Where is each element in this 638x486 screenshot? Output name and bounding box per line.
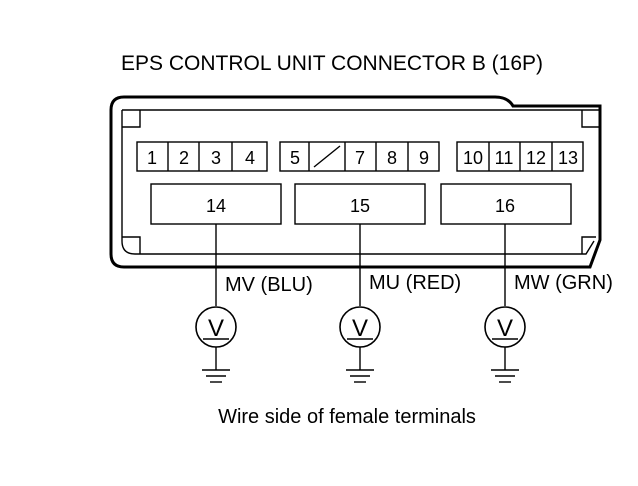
- voltmeter-icon: V: [484, 306, 526, 348]
- ground-icon: [202, 369, 230, 383]
- probe-mw: MW (GRN) V: [484, 224, 613, 383]
- terminal-7-label: 7: [355, 148, 365, 168]
- terminal-14-label: 14: [206, 196, 226, 216]
- terminal-15-label: 15: [350, 196, 370, 216]
- terminal-3-label: 3: [211, 148, 221, 168]
- unused-cavity-slash: [313, 145, 341, 168]
- voltmeter-symbol: V: [497, 315, 513, 342]
- probe-mv: MV (BLU) V: [195, 224, 313, 383]
- connector-housing: [109, 95, 602, 269]
- diagram-title: EPS CONTROL UNIT CONNECTOR B (16P): [121, 52, 543, 75]
- probe-mu: MU (RED) V: [339, 224, 461, 383]
- voltmeter-icon: V: [339, 306, 381, 348]
- ground-icon: [346, 369, 374, 383]
- terminal-2-label: 2: [179, 148, 189, 168]
- voltmeter-icon: V: [195, 306, 237, 348]
- terminal-group-1-4: 1 2 3 4: [136, 141, 268, 172]
- terminal-4-label: 4: [245, 148, 255, 168]
- ground-icon: [491, 369, 519, 383]
- terminal-5-label: 5: [290, 148, 300, 168]
- terminal-1-label: 1: [147, 148, 157, 168]
- voltmeter-symbol: V: [352, 315, 368, 342]
- terminal-group-5-9: 5 7 8 9: [279, 141, 440, 172]
- terminal-10-label: 10: [463, 148, 483, 168]
- terminal-9-label: 9: [419, 148, 429, 168]
- diagram-caption: Wire side of female terminals: [218, 406, 476, 428]
- terminal-16-label: 16: [495, 196, 515, 216]
- terminal-14: 14: [150, 183, 282, 225]
- terminal-16: 16: [440, 183, 572, 225]
- terminal-13-label: 13: [558, 148, 578, 168]
- probe-mu-label: MU (RED): [369, 272, 461, 294]
- probe-mv-label: MV (BLU): [225, 274, 313, 296]
- terminal-12-label: 12: [526, 148, 546, 168]
- terminal-group-10-13: 10 11 12 13: [456, 141, 584, 172]
- voltmeter-symbol: V: [208, 315, 224, 342]
- terminal-15: 15: [294, 183, 426, 225]
- probe-mw-label: MW (GRN): [514, 272, 613, 294]
- terminal-8-label: 8: [387, 148, 397, 168]
- terminal-11-label: 11: [495, 148, 514, 168]
